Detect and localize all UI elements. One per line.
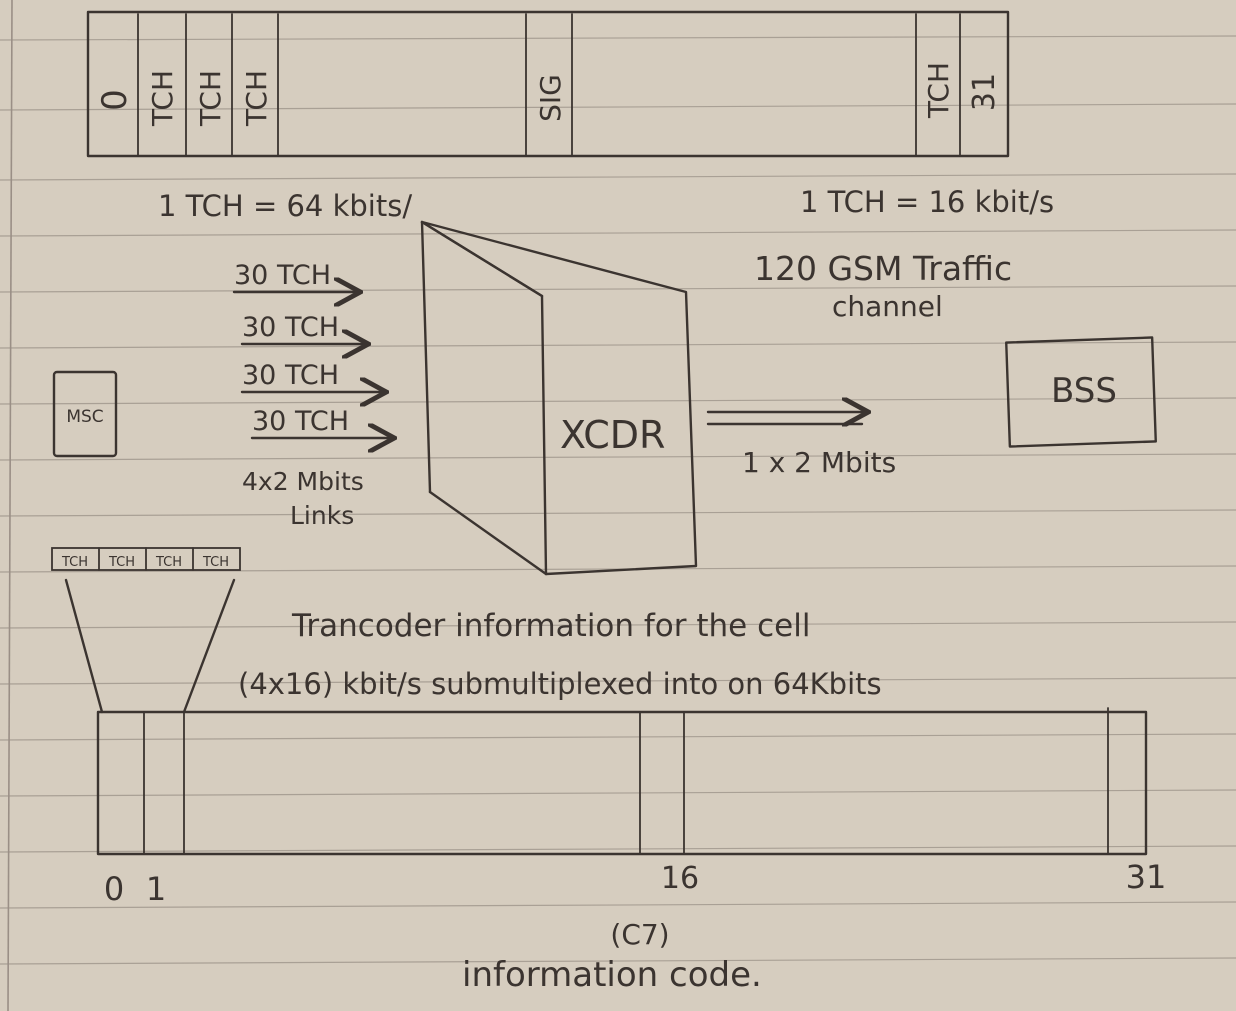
- slot-tch-2-label: TCH: [194, 70, 227, 127]
- submux-funnel: [66, 580, 234, 712]
- transcoder-line-2: (4x16) kbit/s submultiplexed into on 64K…: [238, 667, 882, 701]
- msc-box: MSC: [54, 372, 116, 456]
- input-label-4: 30 TCH: [252, 406, 349, 437]
- c7-label: (C7): [610, 918, 669, 951]
- bss-box: BSS: [1006, 337, 1156, 446]
- gsm-traffic-label: 120 GSM Traffic: [754, 249, 1012, 288]
- slot-tch-3-label: TCH: [240, 70, 273, 127]
- input-arrows: 30 TCH 30 TCH 30 TCH 30 TCH 4x2 Mbits Li…: [234, 260, 392, 530]
- slot-tch-1-label: TCH: [146, 70, 179, 127]
- output-label: 1 x 2 Mbits: [742, 446, 896, 479]
- submux-cell-1: TCH: [61, 555, 88, 570]
- slot-first-label: 0: [95, 89, 135, 111]
- bottom-frame: 0 1 16 31: [98, 708, 1166, 908]
- xcdr-box: XCDR: [422, 222, 696, 574]
- slot-last-label: 31: [967, 73, 1002, 111]
- tick-31: 31: [1126, 858, 1167, 896]
- left-rate-label: 1 TCH = 64 kbits/: [158, 189, 412, 223]
- slot-tch-last-label: TCH: [922, 62, 955, 119]
- submux-group: TCH TCH TCH TCH: [52, 548, 240, 712]
- transcoder-line-1: Trancoder information for the cell: [291, 608, 810, 644]
- submux-cell-2: TCH: [108, 555, 135, 570]
- slot-sig-label: SIG: [534, 74, 567, 122]
- input-label-3: 30 TCH: [242, 360, 339, 391]
- links-label-line1: 4x2 Mbits: [242, 467, 364, 496]
- right-rate-label: 1 TCH = 16 kbit/s: [800, 185, 1054, 219]
- tick-0: 0: [104, 870, 124, 908]
- bss-label: BSS: [1051, 371, 1117, 411]
- input-label-1: 30 TCH: [234, 260, 331, 291]
- links-label-line2: Links: [290, 501, 354, 530]
- submux-cell-4: TCH: [202, 555, 229, 570]
- top-frame: 0 TCH TCH TCH SIG TCH 31: [88, 12, 1008, 156]
- tick-16: 16: [661, 861, 699, 896]
- submux-cell-3: TCH: [155, 555, 182, 570]
- msc-label: MSC: [66, 407, 103, 427]
- information-code-label: information code.: [462, 955, 762, 995]
- xcdr-label: XCDR: [560, 413, 665, 457]
- output-arrow: 1 x 2 Mbits: [708, 412, 896, 479]
- gsm-channel-label: channel: [832, 290, 943, 323]
- tick-1: 1: [146, 870, 166, 908]
- input-label-2: 30 TCH: [242, 312, 339, 343]
